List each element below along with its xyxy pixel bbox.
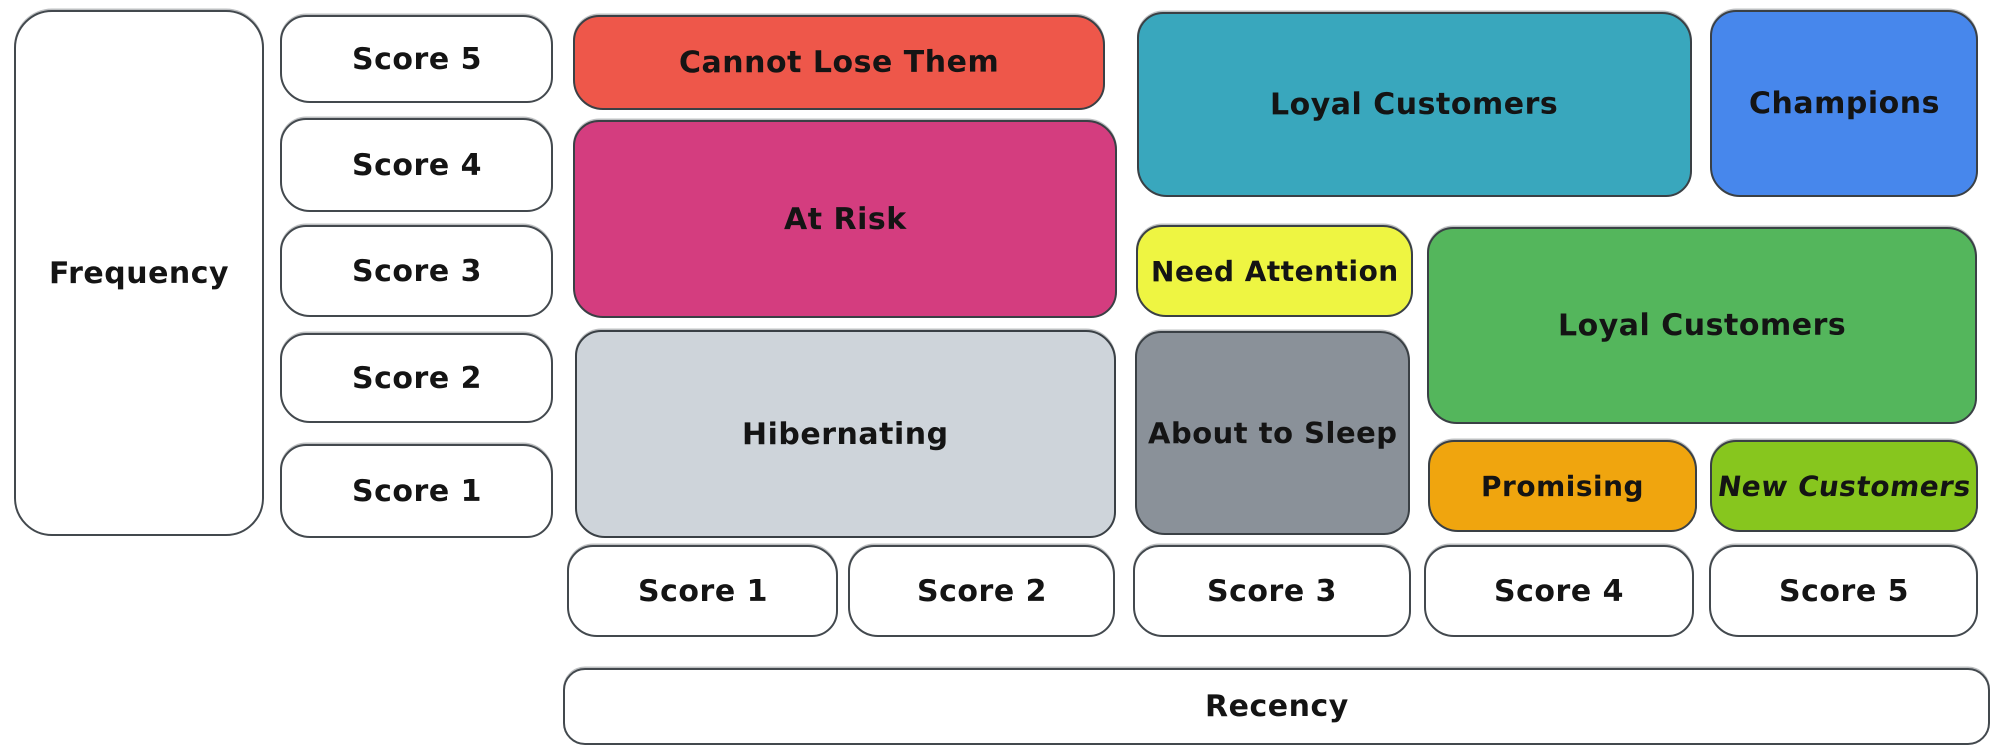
frequency-score-5: Score 5 [280, 15, 553, 103]
frequency-score-1: Score 1 [280, 444, 553, 538]
recency-score-5: Score 5 [1709, 545, 1978, 637]
recency-score-1: Score 1 [567, 545, 838, 637]
recency-score-3: Score 3 [1133, 545, 1411, 637]
frequency-axis-label: Frequency [14, 10, 264, 536]
recency-axis-label: Recency [563, 668, 1990, 745]
frequency-axis-text: Frequency [48, 255, 230, 291]
recency-score-4: Score 4 [1424, 545, 1694, 637]
segment-champions: Champions [1710, 10, 1978, 197]
frequency-score-2: Score 2 [280, 333, 553, 423]
segment-hibernating: Hibernating [575, 330, 1116, 538]
segment-need-attention: Need Attention [1136, 225, 1413, 317]
segment-about-to-sleep: About to Sleep [1135, 331, 1410, 535]
recency-score-2: Score 2 [848, 545, 1115, 637]
segment-promising: Promising [1428, 440, 1697, 532]
segment-new-customers: New Customers [1710, 440, 1978, 532]
segment-loyal-customers-right: Loyal Customers [1427, 227, 1977, 424]
recency-axis-text: Recency [1204, 688, 1349, 725]
frequency-score-4: Score 4 [280, 118, 553, 212]
segment-at-risk: At Risk [573, 120, 1117, 318]
frequency-score-3: Score 3 [280, 225, 553, 317]
segment-loyal-customers-top: Loyal Customers [1137, 12, 1692, 197]
segment-cannot-lose-them: Cannot Lose Them [573, 15, 1105, 110]
